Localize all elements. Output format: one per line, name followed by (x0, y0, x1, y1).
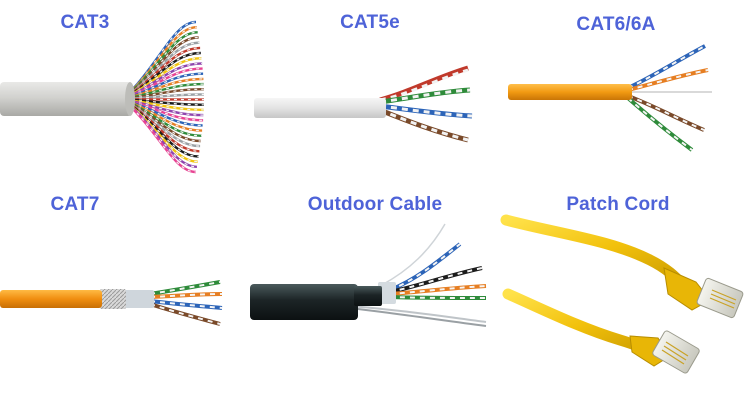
patch-plug-lower (652, 330, 700, 374)
cat5e-cable-image (254, 65, 473, 143)
cat6-jacket (508, 84, 632, 100)
outdoor-cable-image (250, 223, 487, 327)
outdoor-pairs (389, 242, 487, 300)
cat7-pairs (149, 280, 223, 326)
cable-label-patch: Patch Cord (566, 194, 670, 215)
cat7-jacket (0, 290, 102, 308)
cat3-jacket-end (125, 82, 135, 116)
cat3-jacket (0, 82, 132, 116)
cable-label-outdoor: Outdoor Cable (307, 194, 443, 215)
cable-cell-cat6: CAT6/6A (500, 0, 750, 190)
cat6-pairs (626, 44, 712, 152)
cat5e-jacket (254, 98, 386, 118)
cable-label-cat3: CAT3 (60, 12, 110, 33)
cat3-cable-image (0, 20, 205, 174)
cable-label-cat6: CAT6/6A (576, 14, 656, 35)
cat3-wire-stripe (131, 42, 200, 93)
outdoor-jacket (250, 284, 358, 320)
cable-cell-outdoor: Outdoor Cable (250, 190, 500, 400)
cable-label-cat7: CAT7 (50, 194, 100, 215)
cable-cell-cat5e: CAT5e (250, 0, 500, 190)
cable-cell-cat7: CAT7 (0, 190, 250, 400)
cat5e-pairs (379, 65, 473, 143)
patch-cord-upper (500, 214, 744, 319)
cat3-wire-stripe (131, 106, 198, 163)
cat7-foil-shield (124, 290, 154, 308)
cat3-wire-stripe (131, 21, 197, 91)
outdoor-jacket-core (354, 286, 382, 306)
cat3-wire-stripe (131, 26, 197, 92)
cat6-cable-image (508, 44, 712, 152)
cat3-wire-stripe (131, 83, 204, 98)
cat3-wire-stripe (131, 99, 204, 106)
cat3-wire-stripe (131, 105, 199, 158)
cable-cell-cat3: CAT3 (0, 0, 250, 190)
cable-cell-patch: Patch Cord (500, 190, 750, 400)
patch-cord-lower (502, 288, 700, 374)
cat7-cable-image (0, 280, 223, 326)
cable-label-cat5e: CAT5e (340, 12, 400, 33)
outdoor-messenger-wire (349, 223, 487, 327)
outdoor-foil-shield (378, 282, 396, 304)
cat3-wire-stripe (131, 36, 199, 93)
cat3-wire-fan (131, 20, 205, 174)
cat3-wire-stripe (131, 107, 197, 173)
patch-cord-image (500, 214, 744, 374)
cat7-braid-shield (100, 289, 126, 309)
